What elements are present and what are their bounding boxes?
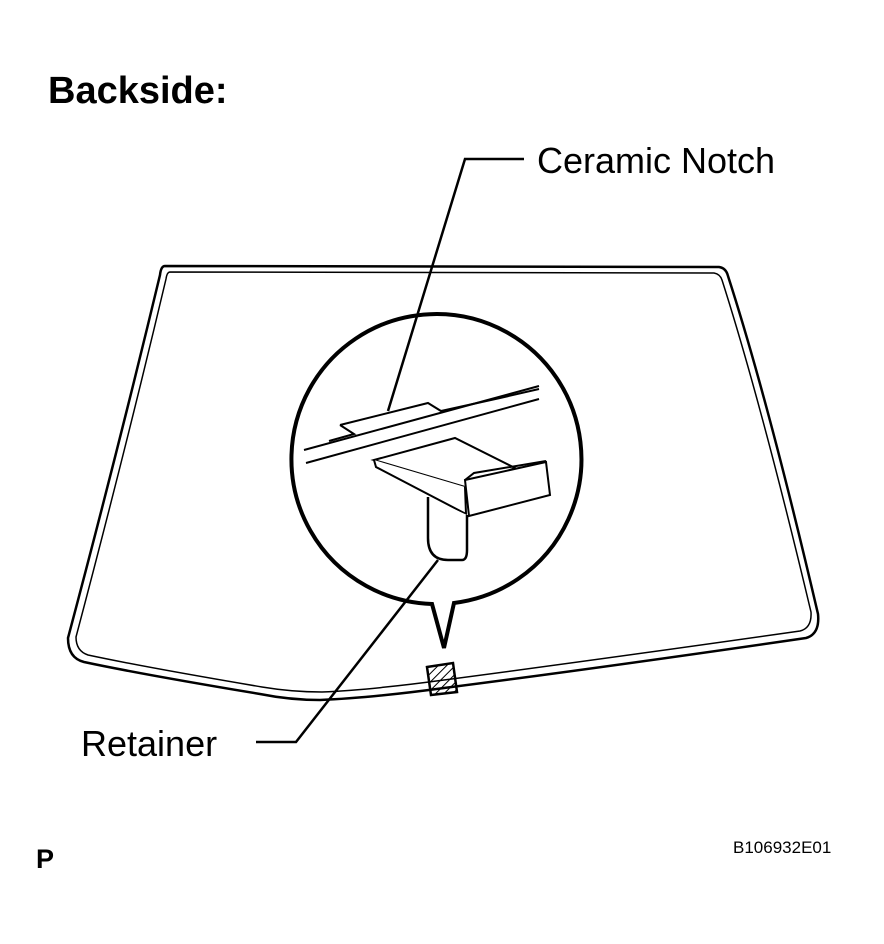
figure-id: B106932E01	[733, 838, 832, 857]
ceramic-notch-shape	[328, 388, 540, 442]
retainer-block-top	[464, 460, 547, 481]
retainer-leader	[256, 559, 439, 744]
retainer-stem	[426, 497, 469, 562]
windshield-outline-outer	[66, 264, 820, 702]
retainer-block-front	[463, 460, 552, 518]
ceramic-notch-label: Ceramic Notch	[537, 140, 776, 181]
windshield-outline-inner	[75, 271, 812, 693]
ceramic-band-line-upper	[303, 385, 540, 451]
retainer-plate-edge	[373, 459, 468, 516]
retainer-location-marker	[425, 661, 459, 697]
ceramic-notch-leader	[386, 157, 524, 412]
ceramic-band-line-lower	[305, 398, 540, 464]
page-title: Backside:	[48, 70, 228, 112]
retainer-label: Retainer	[81, 723, 218, 764]
corner-mark: P	[36, 844, 55, 874]
